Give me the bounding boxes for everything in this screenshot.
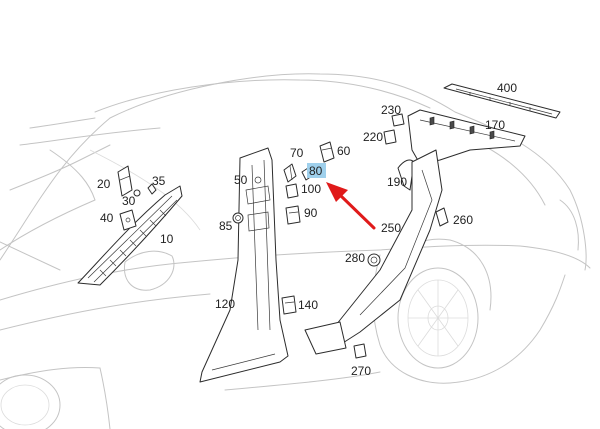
part-250-rear-side-trim: [304, 149, 443, 355]
label-140: 140: [298, 298, 318, 312]
part-80-highlight: [307, 163, 326, 178]
part-85-grommet: [232, 212, 244, 224]
label-80: 80: [309, 164, 323, 178]
label-100: 100: [301, 182, 321, 196]
part-40-bracket: [119, 209, 137, 231]
part-70-clip: [283, 163, 297, 183]
part-140-bracket: [281, 295, 297, 315]
part-170-c-pillar-trim: [407, 109, 526, 165]
part-35-clip: [147, 183, 157, 195]
part-190-trim: [397, 159, 415, 191]
pointer-arrow: [326, 182, 376, 230]
label-250: 250: [381, 221, 401, 235]
label-40: 40: [100, 211, 114, 225]
part-labels: 10 20 30 35 40 50 60 70 80 85 90 100 120…: [97, 81, 517, 378]
label-70: 70: [290, 146, 304, 160]
part-400-rail: [443, 83, 561, 119]
label-120: 120: [215, 297, 235, 311]
label-85: 85: [219, 219, 233, 233]
label-230: 230: [381, 103, 401, 117]
part-10-a-pillar-trim: [77, 185, 183, 286]
part-60-bracket: [319, 141, 335, 163]
label-20: 20: [97, 177, 111, 191]
label-190: 190: [387, 175, 407, 189]
label-30: 30: [122, 194, 136, 208]
part-220-clip: [383, 129, 397, 145]
label-260: 260: [453, 213, 473, 227]
label-90: 90: [304, 206, 318, 220]
part-280-grommet: [367, 253, 381, 267]
part-90-bracket: [285, 205, 301, 225]
part-260-clip: [435, 207, 449, 227]
part-270-clip: [353, 343, 367, 359]
label-170: 170: [485, 118, 505, 132]
label-220: 220: [363, 130, 383, 144]
label-35: 35: [152, 174, 166, 188]
label-280: 280: [345, 251, 365, 265]
part-100-bracket: [285, 183, 299, 199]
label-10: 10: [160, 232, 174, 246]
part-20-bracket: [117, 165, 133, 197]
label-60: 60: [337, 144, 351, 158]
part-230-clip: [391, 113, 405, 127]
label-270: 270: [351, 364, 371, 378]
part-30-clip: [133, 189, 141, 197]
label-400: 400: [497, 81, 517, 95]
part-120-b-pillar-lower-trim: [199, 147, 289, 383]
label-50: 50: [234, 173, 248, 187]
